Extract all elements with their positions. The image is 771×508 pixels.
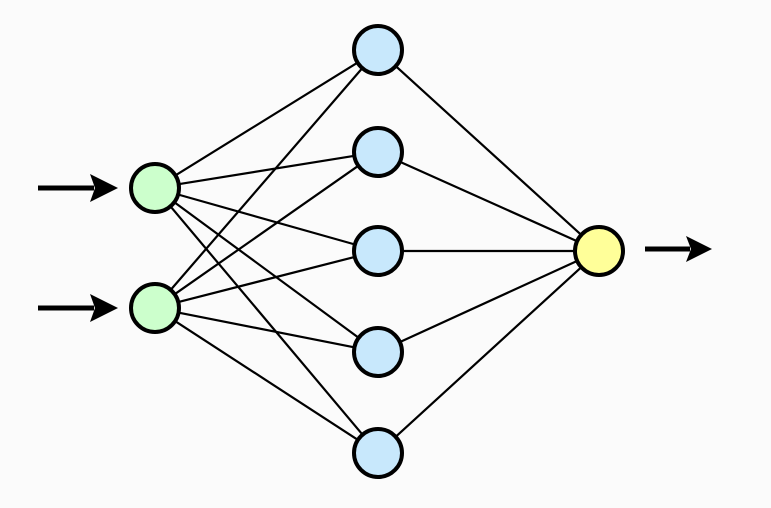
node-layer bbox=[129, 24, 625, 479]
hidden-node-1[interactable] bbox=[352, 24, 404, 76]
connection-edge bbox=[173, 319, 360, 442]
connection-edge bbox=[176, 154, 357, 186]
connection-edge bbox=[176, 193, 357, 246]
io-arrow-layer bbox=[38, 174, 712, 322]
connection-edge bbox=[168, 66, 365, 292]
connection-edge bbox=[393, 64, 584, 237]
connection-edge bbox=[393, 265, 584, 439]
output-arrow bbox=[645, 236, 712, 262]
input-node-2[interactable] bbox=[129, 282, 181, 334]
connection-edge bbox=[397, 160, 580, 243]
hidden-node-3[interactable] bbox=[352, 225, 404, 277]
input-node-1[interactable] bbox=[129, 162, 181, 214]
output-arrow-head-icon bbox=[686, 236, 712, 262]
connection-edge bbox=[172, 200, 361, 340]
connection-edge bbox=[172, 164, 361, 296]
output-node-1[interactable] bbox=[573, 225, 625, 277]
connection-edge bbox=[397, 259, 580, 344]
connection-edge bbox=[173, 60, 360, 177]
edge-layer bbox=[168, 60, 584, 442]
hidden-node-4[interactable] bbox=[352, 326, 404, 378]
connection-edge bbox=[176, 255, 357, 304]
connection-edge bbox=[176, 311, 357, 349]
input-arrow-top-head-icon bbox=[90, 174, 118, 202]
connection-edge bbox=[168, 204, 365, 437]
hidden-node-2[interactable] bbox=[352, 126, 404, 178]
hidden-node-5[interactable] bbox=[352, 427, 404, 479]
input-arrow-bottom bbox=[38, 294, 118, 322]
input-arrow-top bbox=[38, 174, 118, 202]
input-arrow-bottom-head-icon bbox=[90, 294, 118, 322]
